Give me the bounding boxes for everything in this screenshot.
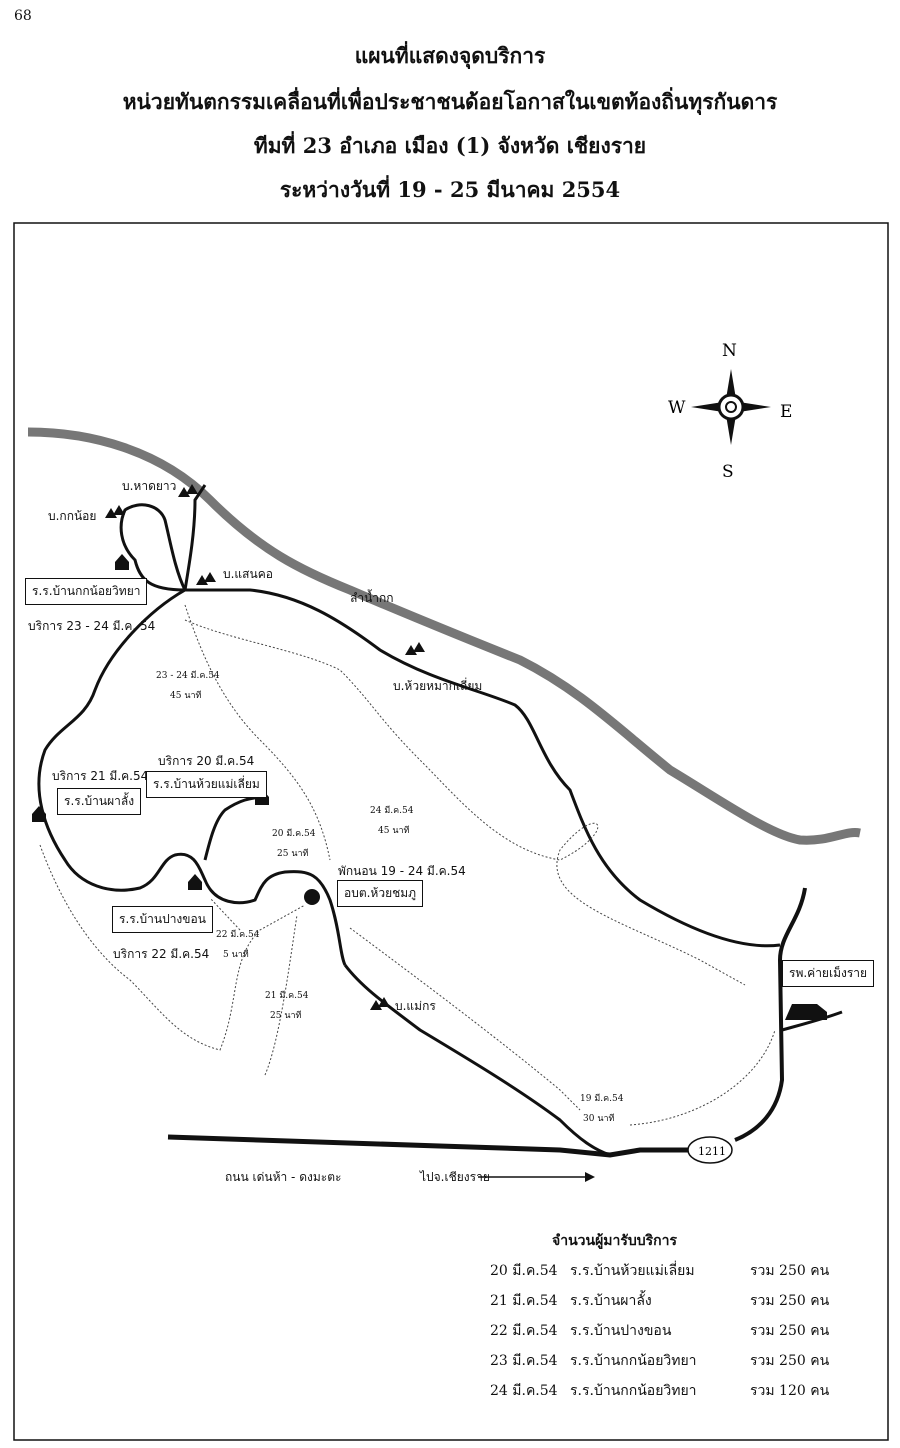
village-kok-noi: บ.กกน้อย	[48, 509, 96, 523]
site-pang-khon-school: ร.ร.บ้านปางขอน	[112, 906, 213, 933]
school-icon	[188, 874, 202, 890]
village-icon	[178, 484, 198, 497]
road-hospital-branch	[781, 1010, 843, 1032]
travel-date: 19 มี.ค.54	[580, 1093, 624, 1104]
service-tao: พักนอน 19 - 24 มี.ค.54	[338, 864, 466, 878]
travel-date: 20 มี.ค.54	[272, 828, 316, 839]
compass-rose-icon	[691, 369, 771, 445]
travel-time: 5 นาที	[223, 949, 249, 960]
direction-label: ไปจ.เชียงราย	[419, 1170, 490, 1184]
service-kok-noi: บริการ 23 - 24 มี.ค. 54	[28, 619, 155, 633]
road-number-marker	[687, 1136, 733, 1164]
site-pha-lang-school: ร.ร.บ้านผาลั้ง	[57, 788, 142, 815]
roads	[37, 484, 843, 1164]
title-line-4: ระหว่างวันที่ 19 - 25 มีนาคม 2554	[279, 177, 621, 202]
travel-time: 45 นาที	[170, 690, 202, 701]
page-number: 68	[14, 8, 32, 24]
road-upper	[185, 588, 781, 948]
road-huai-mae-liam	[203, 795, 263, 861]
compass-w: W	[668, 398, 686, 418]
travel-routes	[39, 604, 776, 1126]
compass-e: E	[780, 402, 792, 422]
travel-time: 45 นาที	[378, 825, 410, 836]
village-icon	[405, 642, 425, 655]
map-frame	[13, 222, 889, 1441]
travel-date: 21 มี.ค.54	[265, 990, 309, 1001]
title-line-3: ทีมที่ 23 อำเภอ เมือง (1) จังหวัด เชียงร…	[253, 133, 647, 158]
school-icon	[115, 554, 129, 570]
road-hat-yao	[183, 484, 207, 591]
travel-time: 25 นาที	[270, 1010, 302, 1021]
road-to-maekon	[343, 964, 611, 1157]
road-left-loop	[37, 588, 347, 966]
site-hospital: รพ.ค่ายเม็งราย	[782, 960, 875, 987]
compass-s: S	[722, 462, 734, 482]
village-saen-kho: บ.แสนคอ	[223, 567, 273, 581]
site-huai-mae-liam-school: ร.ร.บ้านห้วยแม่เลี่ยม	[146, 771, 267, 798]
travel-date: 23 - 24 มี.ค.54	[156, 670, 220, 681]
school-icon	[32, 806, 46, 822]
title-line-1: แผนที่แสดงจุดบริการ	[354, 43, 546, 68]
travel-time: 30 นาที	[583, 1113, 615, 1124]
service-pang-khon: บริการ 22 มี.ค.54	[113, 947, 209, 961]
village-huai-mak-liam: บ.ห้วยหมากเลี่ยม	[393, 677, 482, 693]
title-line-2: หน่วยทันตกรรมเคลื่อนที่เพื่อประชาชนด้อยโ…	[122, 89, 778, 114]
site-tao-huai-chomphu: อบต.ห้วยชมภู	[337, 880, 424, 907]
service-pha-lang: บริการ 21 มี.ค.54	[52, 769, 148, 783]
legend-heading: จำนวนผู้มารับบริการ	[552, 1233, 678, 1249]
road-main	[167, 1134, 688, 1158]
road-name: ถนน เด่นห้า - ดงมะตะ	[225, 1170, 341, 1184]
river-label: ลำน้ำกก	[350, 589, 394, 605]
service-huai-mae-liam: บริการ 20 มี.ค.54	[158, 754, 254, 768]
village-icon	[105, 505, 125, 518]
site-kok-noi-school: ร.ร.บ้านกกน้อยวิทยา	[25, 578, 148, 605]
travel-date: 24 มี.ค.54	[370, 805, 414, 816]
village-icon	[196, 572, 216, 585]
village-hat-yao: บ.หาดยาว	[122, 479, 176, 493]
village-icons	[105, 484, 425, 1010]
road-number: 1211	[698, 1145, 726, 1158]
village-icon	[370, 997, 390, 1010]
road-right	[734, 887, 807, 1142]
road-top-loop	[119, 503, 187, 592]
hospital-icon	[785, 1004, 827, 1020]
village-mae-kon: บ.แม่กร	[395, 999, 436, 1013]
camp-icon	[304, 889, 320, 905]
travel-date: 22 มี.ค.54	[216, 929, 260, 940]
travel-time: 25 นาที	[277, 848, 309, 859]
compass-n: N	[722, 341, 737, 361]
